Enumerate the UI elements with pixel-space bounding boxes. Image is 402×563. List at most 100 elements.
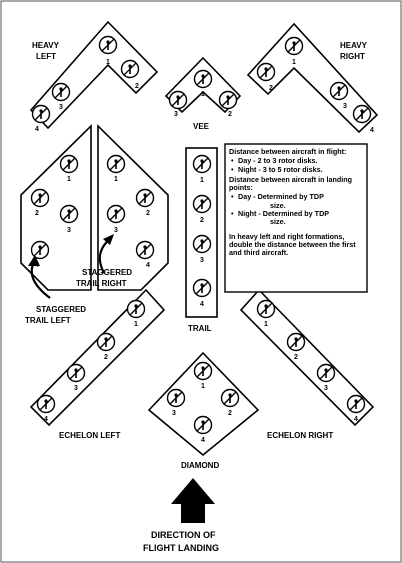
echelon-right-position-2-number: 2 — [294, 354, 298, 361]
landing-distance-heading: Distance between aircraft in landing poi… — [229, 174, 353, 193]
vee-outline — [164, 56, 242, 114]
echelon-right-position-3-number: 3 — [324, 385, 328, 392]
echelon-right-position-4-number: 4 — [354, 416, 358, 423]
heavy-left-position-1-number: 1 — [106, 59, 110, 66]
vee-position-2-number: 2 — [228, 111, 232, 118]
landing-distance-day: Day - Determined by TDP — [229, 193, 362, 202]
flight-distance-night: Night - 3 to 5 rotor disks. — [229, 165, 362, 174]
diamond-aircraft-3-icon — [166, 388, 186, 408]
diamond-aircraft-1-icon — [193, 361, 213, 381]
echelon-left-aircraft-2-icon — [96, 332, 116, 352]
echelon-left-label: ECHELON LEFT — [59, 431, 120, 440]
heavy-right-label-line2: RIGHT — [340, 52, 365, 61]
stag-right-aircraft-2-icon — [135, 188, 155, 208]
flight-distance-list: Day - 2 to 3 rotor disks. Night - 3 to 5… — [229, 156, 362, 174]
trail-aircraft-3-icon — [192, 234, 212, 254]
echelon-left-aircraft-4-icon — [36, 394, 56, 414]
stag-right-position-1-number: 1 — [114, 176, 118, 183]
echelon-right-label: ECHELON RIGHT — [267, 431, 333, 440]
stag-right-aircraft-1-icon — [106, 154, 126, 174]
diamond-outline — [147, 351, 260, 457]
staggered-trail-right-label-line1: STAGGERED — [82, 268, 132, 277]
echelon-right-aircraft-2-icon — [286, 332, 306, 352]
vee-aircraft-2-icon — [218, 90, 238, 110]
vee-aircraft-3-icon — [168, 90, 188, 110]
heavy-right-outline — [246, 22, 379, 134]
trail-aircraft-4-icon — [192, 278, 212, 298]
trail-outline — [185, 147, 218, 318]
stag-right-aircraft-3-icon — [106, 204, 126, 224]
heavy-right-aircraft-4-icon — [352, 104, 372, 124]
stag-right-position-2-number: 2 — [146, 210, 150, 217]
trail-aircraft-2-icon — [192, 194, 212, 214]
echelon-right-aircraft-1-icon — [256, 299, 276, 319]
echelon-left-position-2-number: 2 — [104, 354, 108, 361]
stag-right-aircraft-4-icon — [135, 240, 155, 260]
stag-right-position-4-number: 4 — [146, 262, 150, 269]
echelon-right-outline — [239, 288, 375, 427]
echelon-left-position-3-number: 3 — [74, 385, 78, 392]
trail-position-4-number: 4 — [200, 301, 204, 308]
staggered-trail-left-outline — [20, 124, 92, 291]
heavy-right-aircraft-2-icon — [256, 62, 276, 82]
vee-position-3-number: 3 — [174, 111, 178, 118]
heavy-right-position-2-number: 2 — [269, 85, 273, 92]
diamond-position-2-number: 2 — [228, 410, 232, 417]
diamond-position-3-number: 3 — [172, 410, 176, 417]
trail-position-1-number: 1 — [200, 177, 204, 184]
staggered-left-arrowhead — [28, 255, 40, 266]
stag-left-position-3-number: 3 — [67, 227, 71, 234]
heavy-right-position-1-number: 1 — [292, 59, 296, 66]
diamond-label: DIAMOND — [181, 461, 219, 470]
trail-label: TRAIL — [188, 324, 212, 333]
heavy-left-label-line1: HEAVY — [32, 41, 60, 50]
heavy-left-aircraft-4-icon — [31, 104, 51, 124]
diamond-aircraft-2-icon — [220, 388, 240, 408]
heavy-right-position-4-number: 4 — [370, 127, 374, 134]
echelon-left-position-4-number: 4 — [44, 416, 48, 423]
heavy-right-label-line1: HEAVY — [340, 41, 368, 50]
stag-left-aircraft-2-icon — [30, 188, 50, 208]
diamond-position-4-number: 4 — [201, 437, 205, 444]
heavy-right-aircraft-3-icon — [329, 81, 349, 101]
heavy-left-position-3-number: 3 — [59, 104, 63, 111]
landing-distance-list: Day - Determined by TDP size. Night - De… — [229, 193, 362, 226]
trail-aircraft-1-icon — [192, 154, 212, 174]
diamond-position-1-number: 1 — [201, 383, 205, 390]
echelon-left-aircraft-3-icon — [66, 363, 86, 383]
staggered-trail-right-outline — [97, 124, 169, 291]
staggered-trail-right-label-line2: TRAIL RIGHT — [76, 279, 127, 288]
echelon-left-position-1-number: 1 — [134, 321, 138, 328]
landing-distance-day-cont: size. — [270, 200, 286, 210]
landing-distance-night-cont: size. — [270, 217, 286, 227]
staggered-right-arrowhead — [103, 234, 114, 245]
direction-label-line1: DIRECTION OF — [151, 530, 216, 540]
stag-left-aircraft-4-icon — [30, 240, 50, 260]
trail-position-3-number: 3 — [200, 257, 204, 264]
flight-distance-heading: Distance between aircraft in flight: — [229, 147, 347, 156]
heavy-left-position-4-number: 4 — [35, 126, 39, 133]
heavy-formation-note: In heavy left and right formations, doub… — [229, 231, 356, 258]
stag-left-aircraft-3-icon — [59, 204, 79, 224]
trail-position-2-number: 2 — [200, 217, 204, 224]
vee-position-1-number: 1 — [201, 91, 205, 98]
staggered-trail-left-label-line2: TRAIL LEFT — [25, 316, 71, 325]
flight-distance-day: Day - 2 to 3 rotor disks. — [229, 156, 362, 165]
landing-distance-night: Night - Determined by TDP — [229, 209, 362, 218]
heavy-right-aircraft-1-icon — [284, 36, 304, 56]
heavy-left-aircraft-1-icon — [98, 35, 118, 55]
stag-right-position-3-number: 3 — [114, 227, 118, 234]
vee-label: VEE — [193, 122, 210, 131]
heavy-right-position-3-number: 3 — [343, 103, 347, 110]
echelon-right-aircraft-4-icon — [346, 394, 366, 414]
heavy-left-aircraft-3-icon — [51, 82, 71, 102]
stag-left-position-2-number: 2 — [35, 210, 39, 217]
direction-label-line2: FLIGHT LANDING — [143, 543, 219, 553]
heavy-left-aircraft-2-icon — [120, 59, 140, 79]
echelon-left-aircraft-1-icon — [126, 299, 146, 319]
notes-text: Distance between aircraft in flight: Day… — [229, 147, 362, 258]
heavy-left-label-line2: LEFT — [36, 52, 56, 61]
